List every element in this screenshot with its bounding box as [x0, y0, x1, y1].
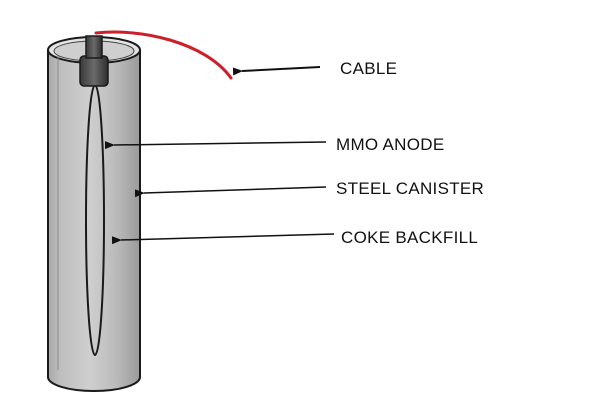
- coke-backfill-label: COKE BACKFILL: [341, 228, 479, 247]
- steel-canister-label: STEEL CANISTER: [336, 179, 485, 198]
- cable-label: CABLE: [340, 59, 398, 78]
- cable-arrow: [232, 66, 321, 76]
- steel-canister-arrow: [134, 186, 327, 198]
- steel-canister-body: [47, 49, 141, 392]
- coke-backfill-arrow: [111, 233, 335, 245]
- mmo-anode-label: MMO ANODE: [336, 135, 445, 154]
- mmo-anode-arrow: [104, 141, 327, 150]
- anode-terminal-cap: [85, 35, 103, 59]
- anode-terminal-block: [79, 55, 109, 87]
- cable-wire: [94, 30, 233, 80]
